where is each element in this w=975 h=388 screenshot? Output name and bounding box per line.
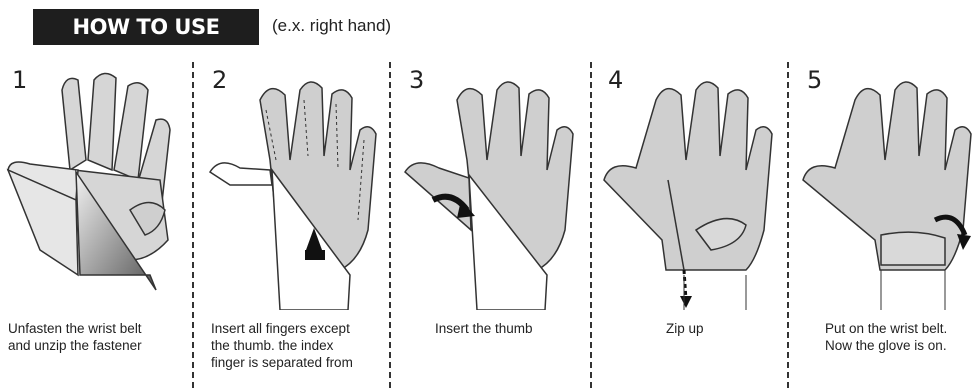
- step-4: 4 Zip up: [596, 60, 791, 388]
- step-3: 3 Insert the thumb: [397, 60, 592, 388]
- step-caption: Insert the thumb: [435, 320, 533, 337]
- step-caption: Insert all fingers except the thumb. the…: [211, 320, 353, 371]
- step-5: 5 Put on the wrist belt. Now the glove i…: [795, 60, 975, 388]
- step-caption: Put on the wrist belt. Now the glove is …: [825, 320, 947, 354]
- hand-note: (e.x. right hand): [272, 16, 391, 36]
- step-1: 1 Unfasten the wrist belt and unzip the …: [0, 60, 195, 388]
- glove-thumb-inserted-illustration: [397, 60, 592, 310]
- how-to-use-title: HOW TO USE: [33, 9, 259, 45]
- glove-wrist-belt-illustration: [795, 60, 975, 310]
- step-caption: Unfasten the wrist belt and unzip the fa…: [8, 320, 142, 354]
- step-2: 2 Insert all fingers except the thumb. t…: [200, 60, 395, 388]
- step-caption: Zip up: [666, 320, 704, 337]
- glove-unzipped-illustration: [0, 60, 195, 310]
- glove-fingers-inserted-illustration: [200, 60, 395, 310]
- glove-zipped-illustration: [596, 60, 791, 310]
